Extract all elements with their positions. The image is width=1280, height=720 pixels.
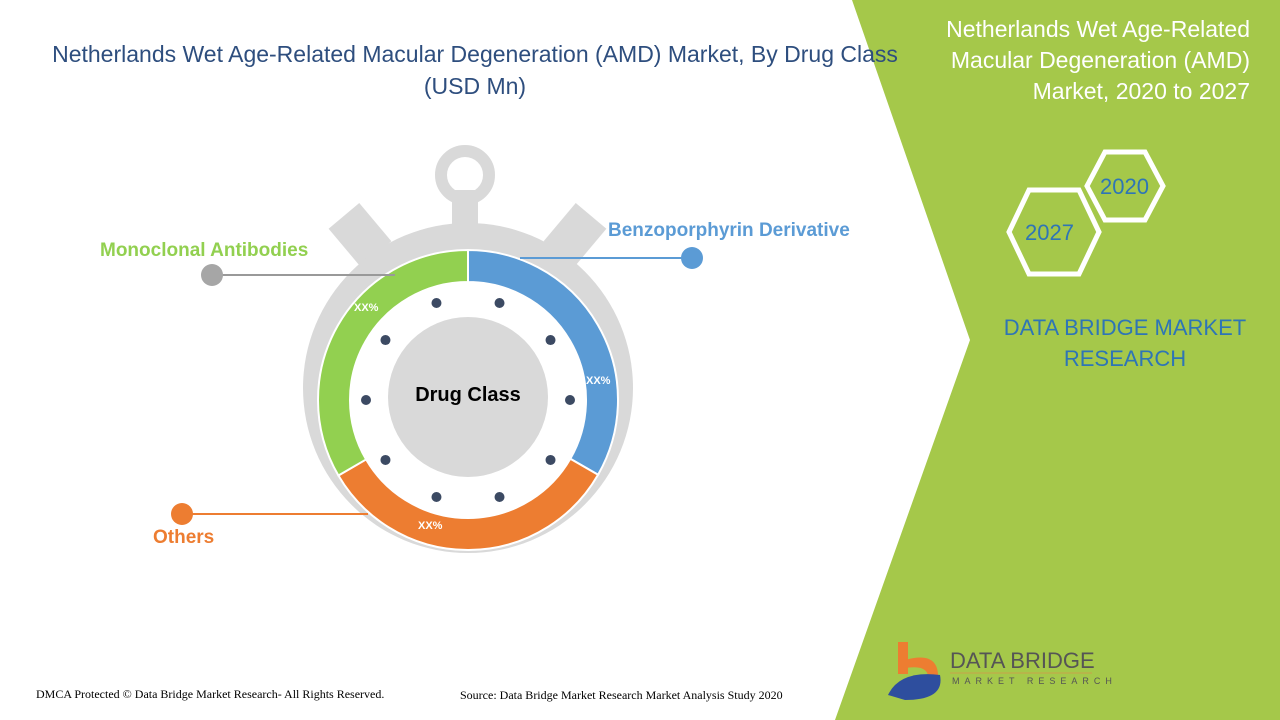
logo-sub: MARKET RESEARCH xyxy=(952,676,1117,686)
marker-benzo xyxy=(681,247,703,269)
tick-dot xyxy=(545,335,556,346)
center-label: Drug Class xyxy=(415,384,521,406)
tick-dot xyxy=(545,454,556,465)
tick-dot xyxy=(431,297,442,308)
tick-dot xyxy=(380,454,391,465)
data-label-benzo: XX% xyxy=(586,375,611,387)
hex-2027 xyxy=(1006,187,1102,277)
tick-dot xyxy=(494,492,505,503)
tick-dots xyxy=(361,297,575,503)
label-others: Others xyxy=(153,527,215,548)
donut-slice-2 xyxy=(317,248,469,477)
tick-dot xyxy=(494,297,505,308)
chart-title: Netherlands Wet Age-Related Macular Dege… xyxy=(52,41,898,99)
donut-chart xyxy=(317,248,619,551)
green-panel xyxy=(835,0,1280,720)
data-label-monoclonal: XX% xyxy=(354,302,379,314)
hex-2020 xyxy=(1084,149,1166,223)
side-title: Netherlands Wet Age-Related Macular Dege… xyxy=(946,16,1250,104)
logo-icon xyxy=(888,642,1092,700)
tick-dot xyxy=(565,395,575,405)
tick-dot xyxy=(431,492,442,503)
source: Source: Data Bridge Market Research Mark… xyxy=(460,688,783,702)
label-benzo: Benzoporphyrin Derivative xyxy=(608,220,850,241)
data-label-others: XX% xyxy=(418,520,443,532)
copyright: DMCA Protected © Data Bridge Market Rese… xyxy=(36,687,385,701)
logo-name: DATA BRIDGE xyxy=(950,648,1095,673)
marker-others xyxy=(171,503,193,525)
brand-text: DATA BRIDGE MARKET RESEARCH xyxy=(1003,315,1247,371)
marker-monoclonal xyxy=(201,264,223,286)
tick-dot xyxy=(361,395,371,405)
year-2020: 2020 xyxy=(1100,174,1149,199)
tick-dot xyxy=(380,335,391,346)
label-monoclonal: Monoclonal Antibodies xyxy=(100,240,309,261)
year-2027: 2027 xyxy=(1025,220,1074,245)
